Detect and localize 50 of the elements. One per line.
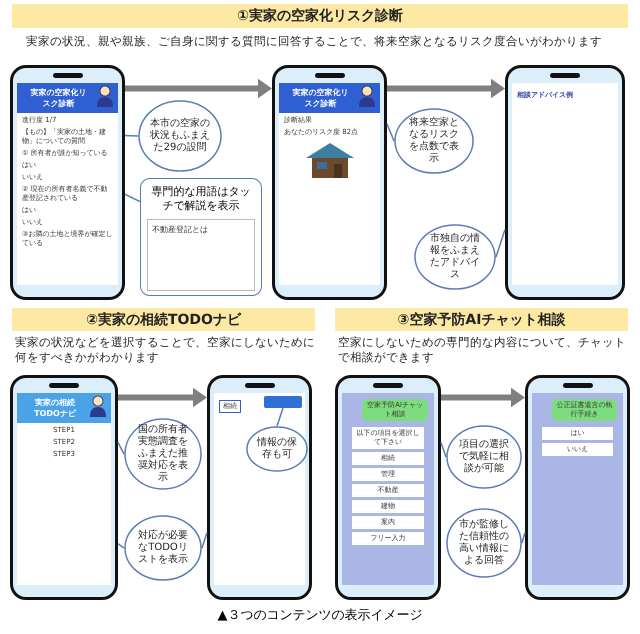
callout-text: 将来空家となるリスクを点数で表示: [408, 117, 460, 165]
leader-line: [124, 194, 140, 202]
caption: ▲３つのコンテンツの表示イメージ: [216, 607, 424, 624]
callout-text: 項目の選択で気軽に相談が可能: [458, 439, 510, 475]
callout-text: 市が監修した信頼性の高い情報による回答: [458, 519, 510, 567]
arrow: [118, 388, 207, 408]
leader-line: [124, 134, 138, 137]
smartphone-mockup: [10, 65, 125, 300]
smartphone-mockup: [525, 375, 630, 600]
callout-text: 国の所有者実態調査をふまえた推奨対応を表示: [137, 424, 189, 484]
leader-line: [495, 229, 506, 258]
section-heading: ①実家の空家化リスク診断: [237, 7, 403, 25]
arrow: [125, 78, 272, 98]
speech-bubble: [394, 108, 474, 174]
arrow: [441, 388, 525, 408]
leader-line: [386, 124, 395, 142]
speech-bubble: [446, 508, 522, 578]
leader-line: [117, 442, 125, 454]
section-heading-band: [12, 308, 315, 331]
section-heading-band: [12, 4, 628, 28]
description-text: 実家の状況、親や親族、ご自身に関する質問に回答することで、将来空家となるリスク度合いがわかります: [26, 34, 603, 49]
section-heading-band: [335, 308, 628, 331]
speech-bubble: [414, 224, 496, 290]
app-title: 実家の相続TODOナビ: [34, 398, 76, 418]
smartphone-mockup: [335, 375, 441, 600]
callout-text: 対応が必要なTODOリストを表示: [137, 530, 189, 566]
callout-panel: [140, 178, 262, 296]
arrow: [387, 78, 505, 98]
speech-bubble: [124, 418, 202, 490]
smartphone-mockup: [272, 65, 387, 300]
glossary-popup: 不動産登記とは: [147, 219, 255, 291]
leader-line: [521, 532, 526, 544]
leader-line: [440, 442, 447, 458]
app-title: 実家の空家化リスク診断: [292, 88, 348, 108]
callout-text: 情報の保存も可: [256, 437, 298, 461]
description-text: 空家にしないための専門的な内容について、チャットで相談ができます: [338, 335, 627, 365]
callout-text: 専門的な用語はタッチで解説を表示: [150, 185, 252, 213]
speech-bubble: [138, 100, 222, 172]
callout-text: 市独自の情報をふまえたアドバイス: [429, 233, 481, 281]
description-text: 実家の状況などを選択することで、空家にしないために何をすべきかがわかります: [15, 335, 315, 365]
app-title: 実家の空家化リスク診断: [30, 88, 86, 108]
section-heading: ③空家予防AIチャット相談: [398, 310, 566, 328]
speech-bubble: [124, 515, 202, 581]
smartphone-mockup: [10, 375, 118, 600]
smartphone-mockup: [505, 65, 625, 300]
leader-line: [201, 532, 208, 548]
callout-text: 本市の空家の状況もふまえた29の設問: [150, 118, 210, 154]
speech-bubble: [446, 425, 522, 489]
section-heading: ②実家の相続TODOナビ: [86, 310, 241, 328]
leader-line: [118, 543, 124, 549]
